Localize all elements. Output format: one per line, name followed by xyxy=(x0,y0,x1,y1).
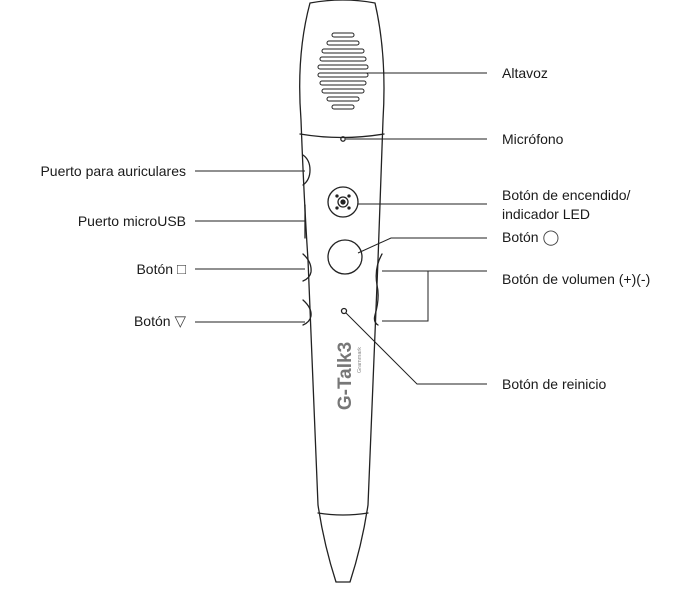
label-power-line1: Botón de encendido/ xyxy=(502,187,631,203)
square-button-side xyxy=(302,253,312,282)
label-headphone-port: Puerto para auriculares xyxy=(40,163,186,179)
circle-symbol-icon: ◯ xyxy=(542,229,560,246)
label-reset: Botón de reinicio xyxy=(502,376,607,392)
tip-separator xyxy=(317,512,369,516)
pen-body-outline xyxy=(299,0,385,583)
label-circle-text: Botón xyxy=(502,229,539,245)
label-power-line2: indicador LED xyxy=(502,206,590,222)
label-speaker: Altavoz xyxy=(502,65,548,81)
leader-lines xyxy=(195,72,487,385)
leader-circle xyxy=(357,237,487,254)
leader-volume xyxy=(382,270,429,322)
leader-reset xyxy=(345,312,487,385)
label-triangle-text: Botón xyxy=(133,313,171,329)
label-microphone: Micrófono xyxy=(502,131,564,147)
headphone-port xyxy=(302,154,311,186)
label-microusb-port: Puerto microUSB xyxy=(77,213,186,229)
triangle-button-side xyxy=(302,299,312,326)
triangle-symbol-icon: ▽ xyxy=(174,313,186,330)
label-circle-button: Botón ◯ xyxy=(502,229,559,246)
circle-button xyxy=(327,239,363,275)
power-button xyxy=(327,186,359,218)
label-triangle-button: Botón ▽ xyxy=(134,313,186,330)
volume-rocker xyxy=(373,253,383,326)
label-volume: Botón de volumen (+)(-) xyxy=(502,271,651,287)
speaker-grille xyxy=(317,32,369,110)
label-square-text: Botón xyxy=(136,261,174,277)
square-symbol-icon: □ xyxy=(176,261,186,278)
reset-pinhole xyxy=(340,307,348,315)
brand-logo: G-Talk3 xyxy=(335,342,356,410)
label-square-button: Botón □ xyxy=(136,261,186,278)
microphone-hole xyxy=(340,136,346,142)
brand-sub: Grammark xyxy=(357,347,363,373)
